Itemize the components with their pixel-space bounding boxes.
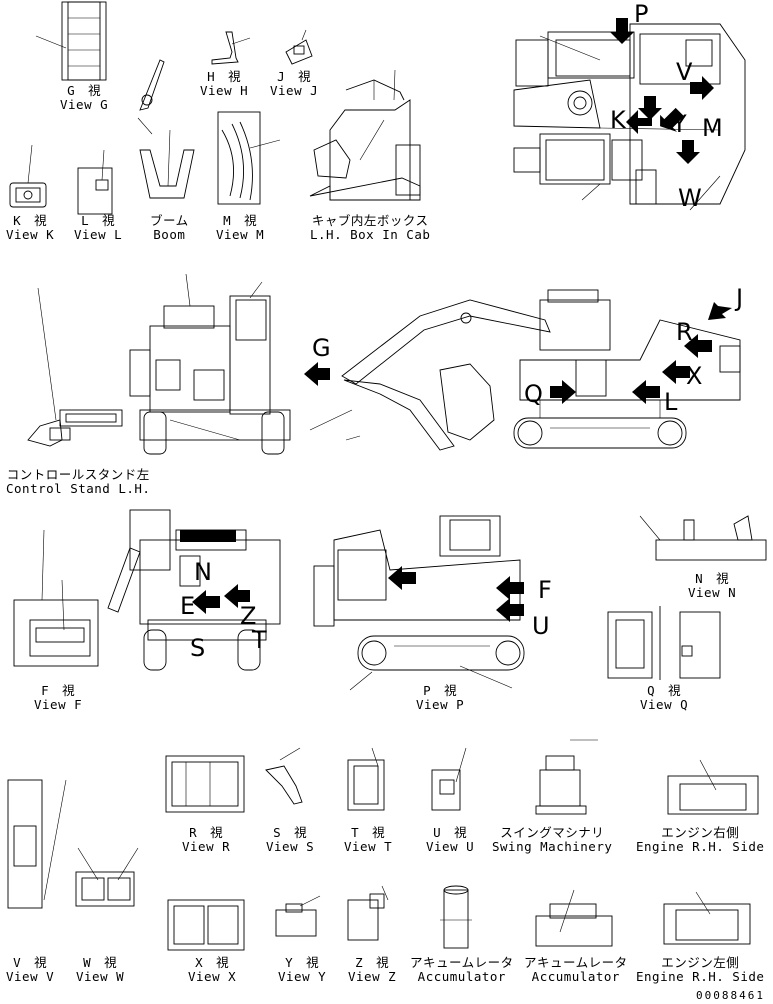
arrow-label-u: U	[532, 612, 550, 640]
view-f-drawing	[13, 529, 99, 667]
view-m-drawing	[217, 111, 281, 205]
side-view-drawing: J R L X Q	[309, 284, 743, 451]
bracket-part-drawing	[137, 59, 165, 135]
rear-view-drawing: G	[129, 273, 331, 455]
view-q-drawing	[607, 606, 721, 680]
engine-rh-1-drawing	[667, 759, 759, 815]
view-g-drawing	[35, 1, 107, 81]
arrow-label-q: Q	[524, 380, 543, 408]
arrow-label-r: R	[676, 318, 693, 346]
view-h-drawing	[211, 31, 251, 65]
arrow-label-j: J	[734, 284, 743, 312]
view-z-drawing	[347, 885, 389, 941]
cab-box-drawing	[309, 69, 421, 201]
document-number: 00088461	[696, 989, 765, 1002]
view-j-drawing	[285, 29, 313, 65]
arrow-label-g: G	[312, 334, 331, 362]
view-v-drawing	[7, 779, 67, 909]
arrow-label-y: Y	[671, 110, 687, 138]
front-view-drawing: N E S T Z	[107, 509, 281, 671]
control-stand-drawing	[27, 287, 123, 447]
arrow-label-x: X	[686, 362, 702, 390]
arrow-label-z: Z	[240, 602, 256, 630]
view-x-drawing	[167, 899, 245, 951]
view-n-drawing	[639, 515, 767, 561]
view-u-drawing	[431, 747, 467, 811]
view-t-drawing	[347, 747, 385, 811]
swing-machinery-drawing	[535, 739, 598, 815]
upper-plan-drawing: P V M K Y W	[513, 0, 746, 212]
view-p-drawing: F U	[313, 515, 552, 691]
view-l-drawing	[77, 149, 113, 215]
arrow-label-n: N	[194, 558, 212, 586]
view-k-drawing	[9, 144, 47, 208]
arrow-label-s: S	[190, 634, 205, 662]
accumulator-2-drawing	[535, 889, 613, 947]
arrow-label-m: M	[702, 114, 723, 142]
arrow-label-w: W	[678, 184, 702, 212]
view-y-drawing	[275, 895, 321, 937]
arrow-label-f: F	[538, 576, 552, 604]
arrow-label-t: T	[251, 626, 267, 654]
arrow-label-p: P	[634, 0, 648, 28]
arrow-label-k: K	[610, 106, 627, 134]
boom-drawing	[139, 129, 195, 199]
accumulator-1-drawing	[440, 885, 472, 949]
view-r-drawing	[165, 755, 245, 813]
arrow-label-l: L	[664, 388, 678, 416]
engine-rh-2-drawing	[663, 891, 751, 945]
view-w-drawing	[75, 847, 139, 907]
arrow-label-e: E	[180, 592, 195, 620]
view-s-drawing	[265, 747, 303, 805]
arrow-label-v: V	[676, 58, 693, 86]
